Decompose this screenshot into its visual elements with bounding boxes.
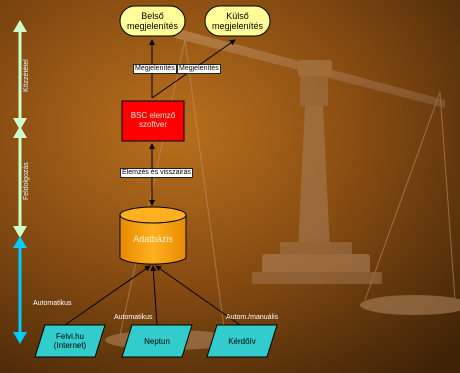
timeline-arrows xyxy=(13,20,27,344)
belso-line1: Belső xyxy=(141,11,164,21)
feldolgozas-label: Feldolgozás xyxy=(23,162,30,200)
neptun-label: Neptun xyxy=(144,337,170,346)
elemzes-label: Elemzés és visszairás xyxy=(120,168,193,178)
bsc-label: BSC elemző szoftver xyxy=(122,111,184,129)
auto2-label: Automatikus xyxy=(114,314,153,321)
adatbazis-label: Adatbázis xyxy=(133,234,173,244)
scales-illustration xyxy=(105,28,460,350)
kerdoiv-label: Kérdőív xyxy=(228,337,256,346)
megjelenites-left-label: Megjelenítés xyxy=(133,64,177,74)
kerdoiv-shape xyxy=(206,324,278,358)
adatbazis-cylinder xyxy=(119,206,187,265)
bsc-box xyxy=(121,100,185,142)
neptun-shape xyxy=(121,324,193,358)
bsc-line2: szoftver xyxy=(138,120,167,129)
felvihu-line1: Felvi.hu xyxy=(55,332,84,341)
kozzetetel-label: Közzététel xyxy=(23,59,30,92)
felvihu-shape xyxy=(34,324,106,358)
belso-label: Belső megjelenítés xyxy=(120,11,185,31)
felvihu-line2: (Internet) xyxy=(53,341,87,350)
kulso-label: Külső megjelenítés xyxy=(205,11,270,31)
edges xyxy=(64,39,241,326)
felvihu-label: Felvi.hu (Internet) xyxy=(38,332,102,350)
megjelenites-right-label: Megjelenítés xyxy=(177,64,221,74)
belso-oval xyxy=(119,5,186,37)
belso-line2: megjelenítés xyxy=(126,21,179,31)
auto1-label: Automatikus xyxy=(33,300,72,307)
auto-man-label: Autom./manuális xyxy=(226,314,279,321)
bsc-line1: BSC elemző xyxy=(130,111,176,120)
kulso-line2: megjelenítés xyxy=(211,21,264,31)
kulso-line1: Külső xyxy=(226,11,249,21)
kulso-oval xyxy=(204,5,271,37)
